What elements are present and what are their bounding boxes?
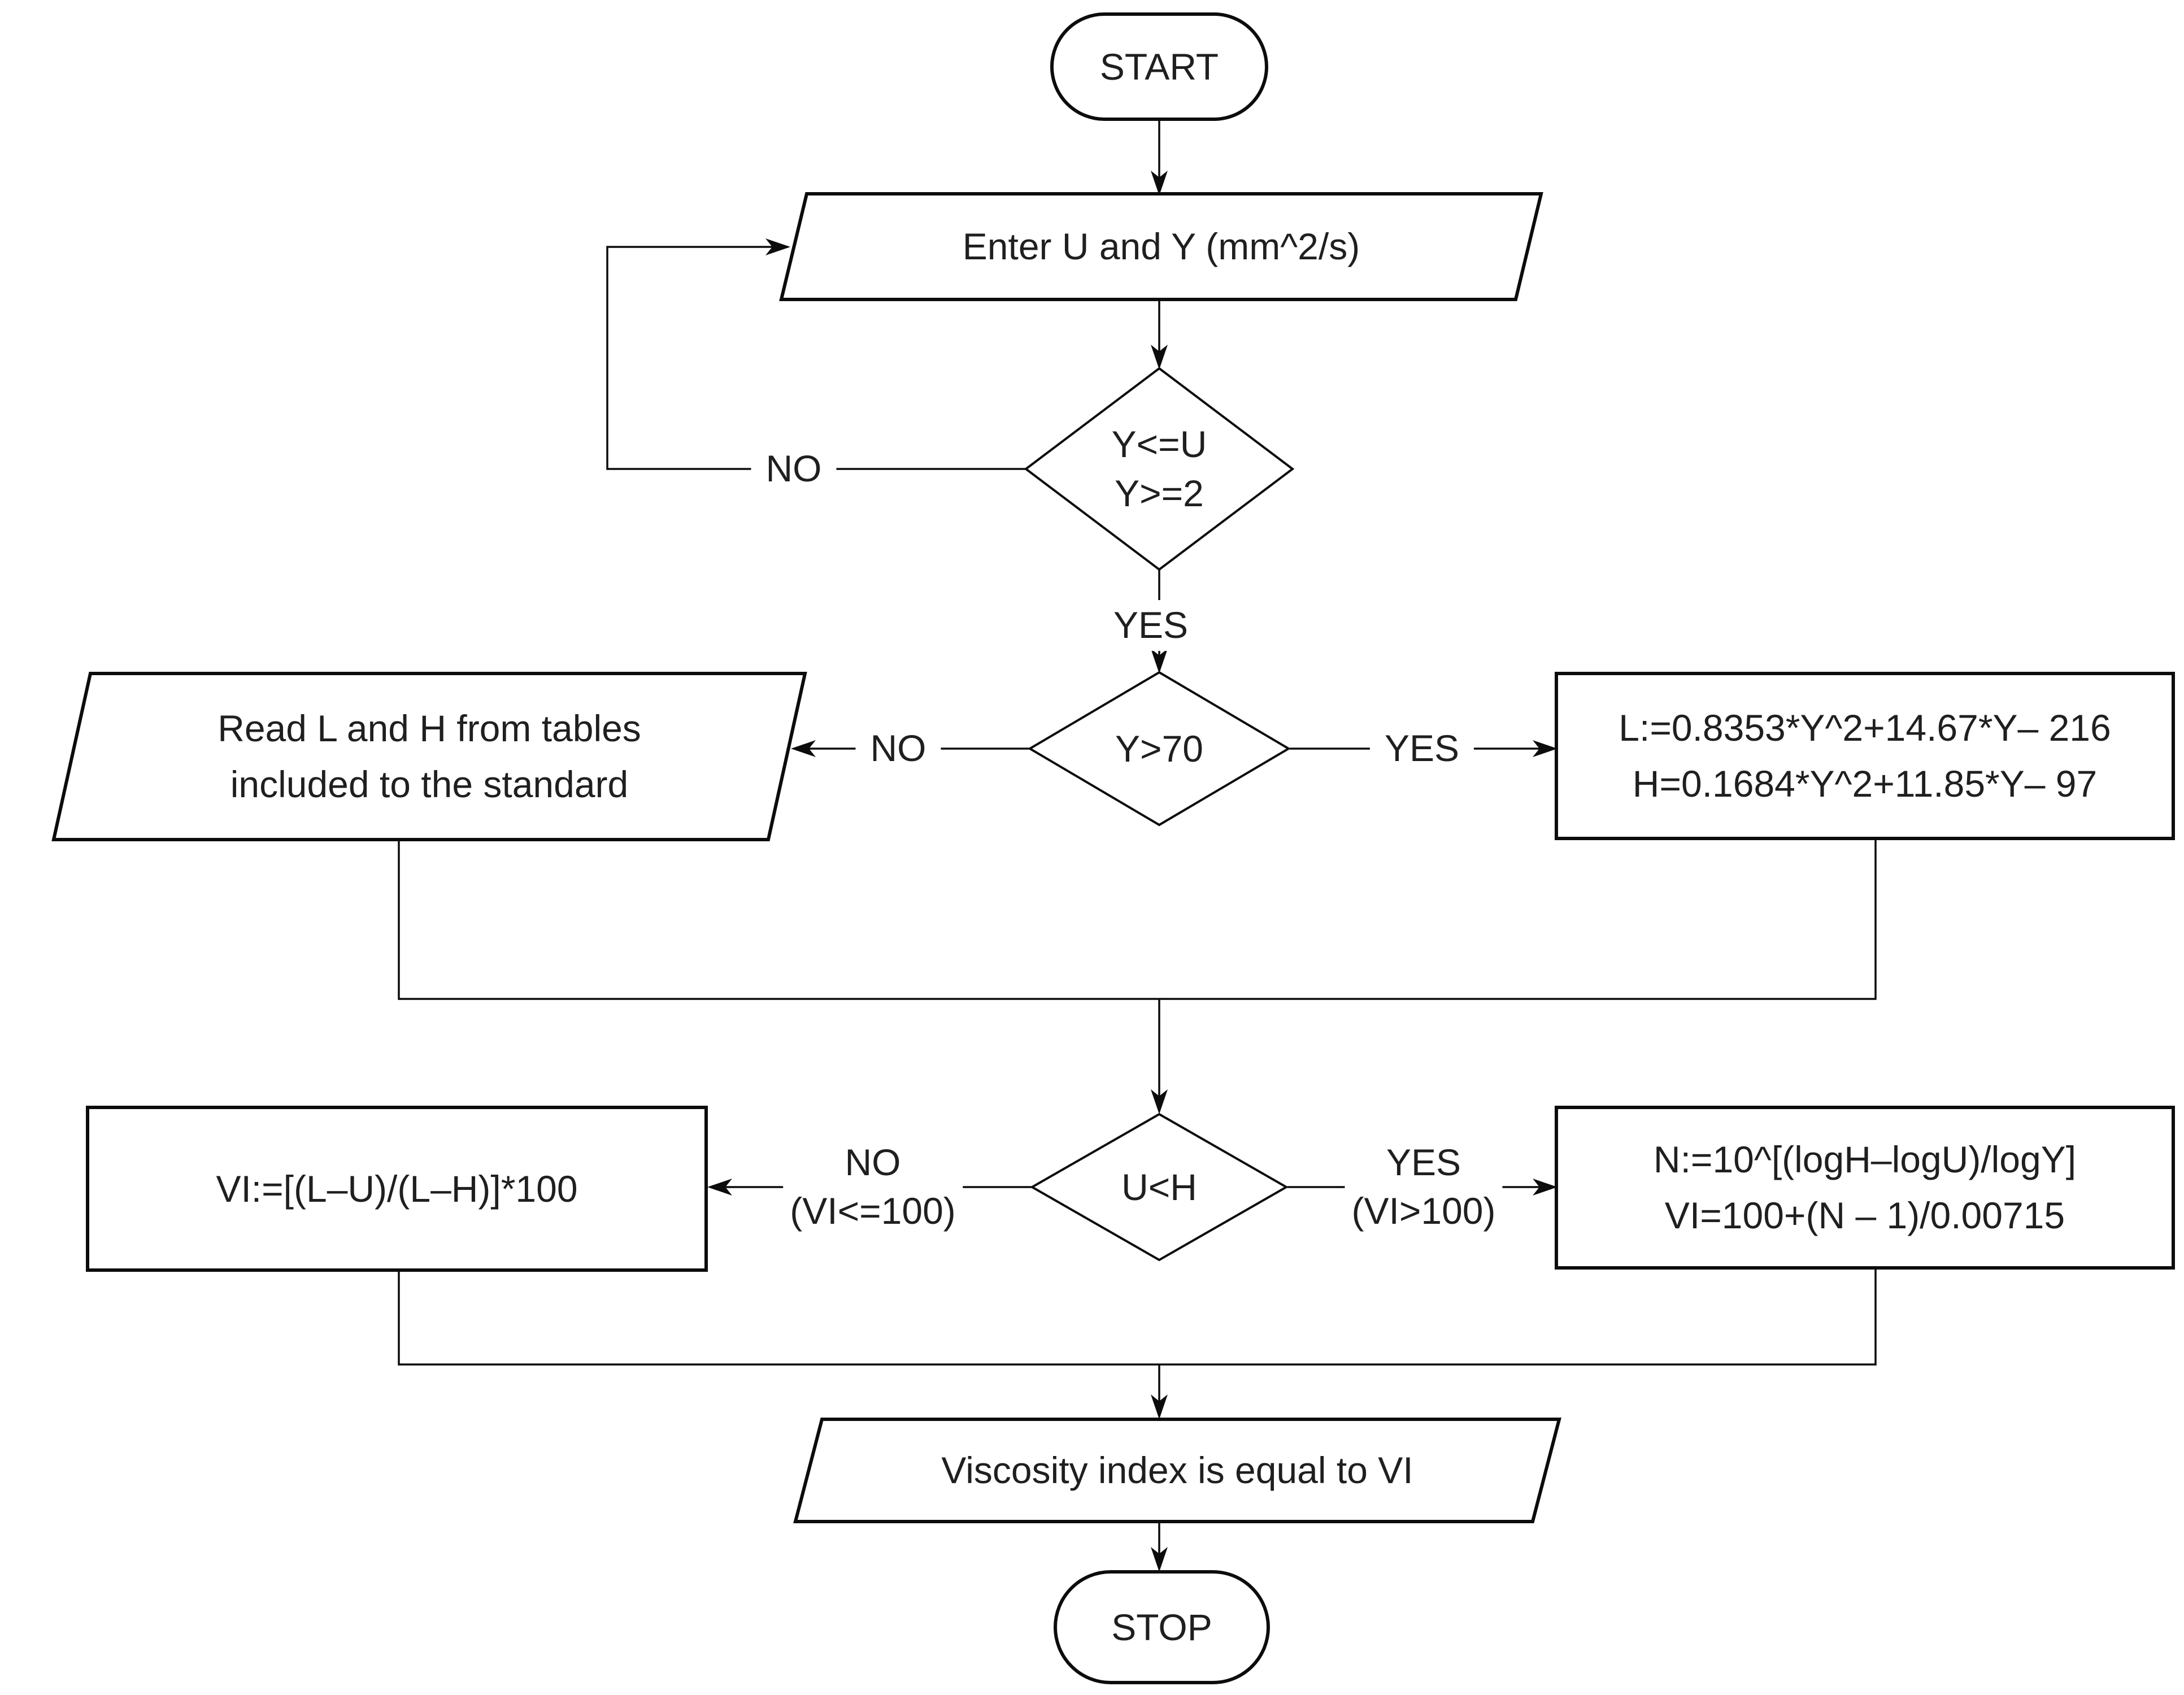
edge-label-uh-yes-word: YES <box>1386 1141 1461 1184</box>
arrowhead-into-vi-low <box>707 1179 732 1196</box>
range-check-diamond-shape <box>1024 367 1295 571</box>
edge-label-uh-no: NO (VI<=100) <box>783 1137 963 1237</box>
arrowhead-into-vi-high <box>1533 1179 1557 1196</box>
edge-label-y70-no: NO <box>855 723 941 774</box>
arrowhead-into-stop <box>1151 1547 1168 1572</box>
formula-lh-box-shape <box>1555 672 2175 840</box>
arrowhead-into-uh-check <box>1151 1089 1168 1114</box>
input-parallelogram-shape <box>779 192 1543 301</box>
uh-check-diamond-shape <box>1029 1112 1289 1262</box>
start-terminator-shape <box>1050 12 1268 121</box>
connector-merge-to-result <box>398 1268 1877 1366</box>
edge-label-uh-no-condition: (VI<=100) <box>790 1190 956 1232</box>
arrowhead-loop-into-input-left <box>765 238 790 255</box>
y70-check-diamond-shape <box>1028 671 1291 827</box>
formula-vi-low-box-shape <box>86 1106 708 1272</box>
edge-label-range-yes: YES <box>1098 600 1203 651</box>
arrowhead-into-result <box>1151 1394 1168 1419</box>
arrowhead-into-formula-lh <box>1533 740 1557 757</box>
edge-label-uh-yes-condition: (VI>100) <box>1351 1190 1496 1232</box>
arrowhead-into-read-tables <box>791 740 816 757</box>
edge-label-y70-yes: YES <box>1369 723 1474 774</box>
result-parallelogram-shape <box>793 1418 1561 1523</box>
edge-label-range-no: NO <box>751 444 837 494</box>
arrowhead-into-range-check <box>1151 345 1168 370</box>
formula-vi-high-box-shape <box>1555 1106 2175 1270</box>
arrowhead-into-y70-check <box>1151 649 1168 673</box>
read-tables-parallelogram-shape <box>51 672 807 841</box>
connector-merge-to-uh-check <box>398 838 1877 1000</box>
edge-label-uh-yes: YES (VI>100) <box>1345 1137 1503 1237</box>
edge-label-uh-no-word: NO <box>845 1141 901 1184</box>
arrowhead-into-input-top <box>1151 171 1168 195</box>
stop-terminator-shape <box>1054 1570 1270 1684</box>
